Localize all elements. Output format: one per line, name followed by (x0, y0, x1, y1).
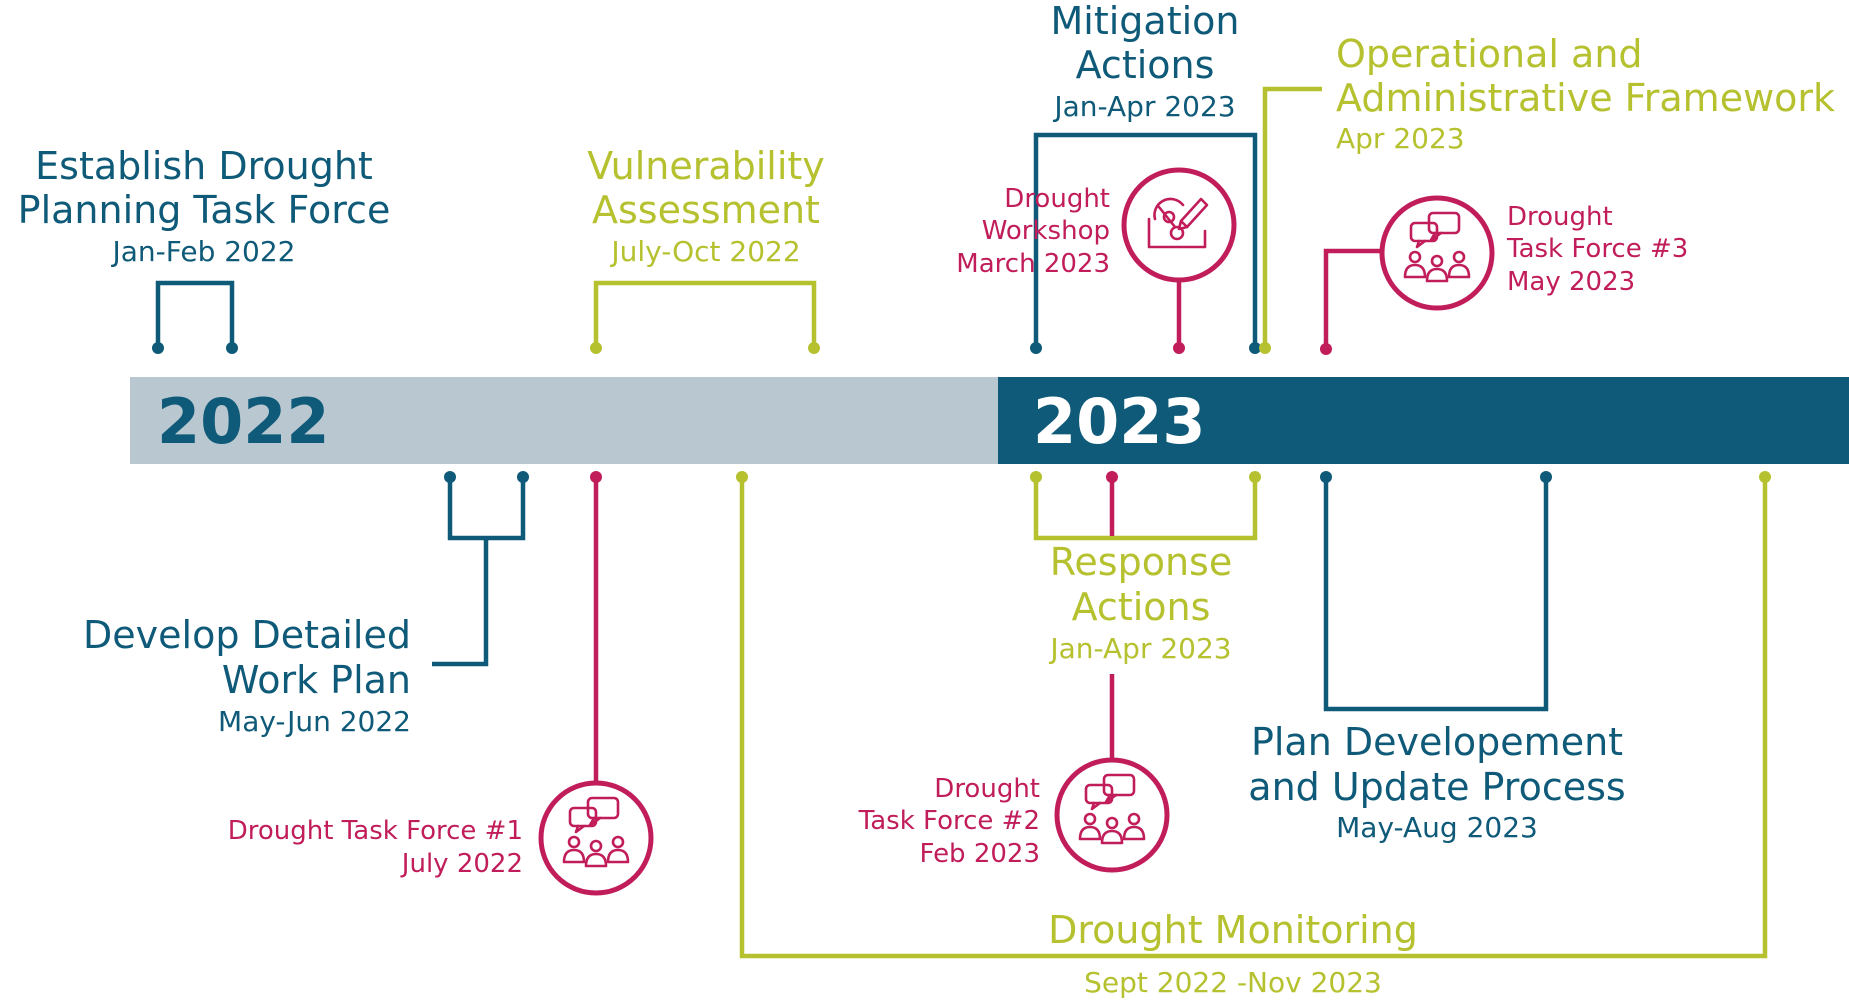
task-date: Jan-Apr 2023 (1052, 90, 1235, 123)
task-title-line1: Establish Drought (35, 144, 373, 188)
task-vulnerability-assessment: Vulnerability Assessment July-Oct 2022 (587, 144, 825, 354)
task-title-line1: Response (1050, 540, 1233, 584)
task-title-line1: Plan Developement (1251, 720, 1623, 764)
workshop-icon (1147, 197, 1209, 249)
task-title-line1: Vulnerability (587, 144, 825, 188)
task-title-line1: Mitigation (1051, 0, 1240, 43)
task-title-line1: Operational and (1336, 32, 1643, 76)
task-drought-monitoring: Drought Monitoring Sept 2022 -Nov 2023 (736, 471, 1771, 999)
task-title-line2: Assessment (592, 188, 820, 232)
year-bar-2022 (130, 377, 1000, 464)
task-date: May-Jun 2022 (218, 705, 411, 738)
year-label-2022: 2022 (157, 385, 330, 458)
task-develop-work-plan: Develop Detailed Work Plan May-Jun 2022 (83, 471, 529, 738)
task-title-line2: Planning Task Force (18, 188, 391, 232)
task-title-line2: Actions (1076, 43, 1215, 87)
event-title-line1: Drought (1507, 202, 1613, 232)
task-date: July-Oct 2022 (609, 235, 800, 268)
task-title-line2: Work Plan (222, 658, 411, 702)
event-title-line1: Drought Task Force #1 (228, 816, 523, 846)
task-mitigation-actions: Mitigation Actions Jan-Apr 2023 (1030, 0, 1261, 354)
year-label-2023: 2023 (1033, 385, 1206, 458)
task-operational-framework: Operational and Administrative Framework… (1259, 32, 1835, 354)
event-title-line1: Drought (934, 774, 1040, 804)
event-task-force-2: Drought Task Force #2 Feb 2023 (858, 471, 1170, 873)
task-title-line1: Develop Detailed (83, 613, 411, 657)
task-plan-development: Plan Developement and Update Process May… (1248, 471, 1626, 844)
task-date: May-Aug 2023 (1336, 811, 1538, 844)
task-date: Jan-Apr 2023 (1048, 632, 1231, 665)
task-date: Sept 2022 -Nov 2023 (1084, 966, 1382, 999)
task-title-line2: Actions (1072, 585, 1211, 629)
task-title-line2: and Update Process (1248, 765, 1625, 809)
year-bar-2023 (998, 377, 1849, 464)
event-title-line2: Task Force #3 (1506, 234, 1688, 264)
event-drought-workshop: Drought Workshop March 2023 (956, 167, 1237, 354)
event-task-force-1: Drought Task Force #1 July 2022 (228, 471, 654, 896)
event-date: May 2023 (1507, 267, 1635, 297)
event-title-line1: Drought (1004, 184, 1110, 214)
event-title-line2: Task Force #2 (858, 806, 1040, 836)
event-task-force-3: Drought Task Force #3 May 2023 (1320, 195, 1688, 355)
event-date: July 2022 (400, 849, 523, 879)
task-date: Apr 2023 (1336, 122, 1465, 155)
task-title-line1: Drought Monitoring (1048, 908, 1418, 952)
task-establish-task-force: Establish Drought Planning Task Force Ja… (18, 144, 391, 354)
task-response-actions: Response Actions Jan-Apr 2023 (1030, 471, 1261, 665)
event-date: Feb 2023 (920, 839, 1040, 869)
event-date: March 2023 (956, 249, 1110, 279)
task-title-line2: Administrative Framework (1336, 76, 1835, 120)
task-date: Jan-Feb 2022 (111, 235, 296, 268)
event-title-line2: Workshop (982, 216, 1110, 246)
